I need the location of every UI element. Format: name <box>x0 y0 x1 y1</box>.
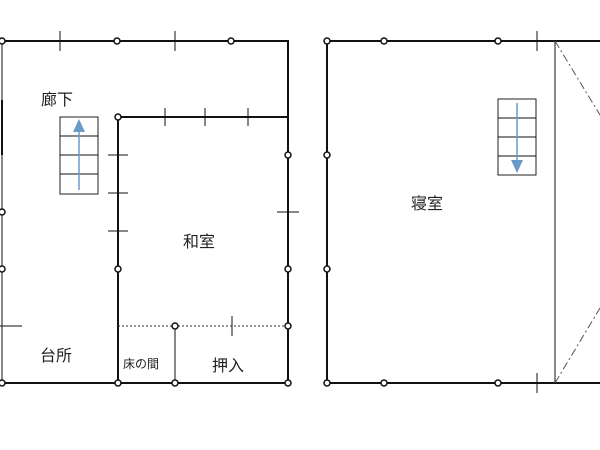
post <box>284 379 292 387</box>
post <box>494 37 502 45</box>
roof-outline <box>554 40 600 116</box>
post <box>494 379 502 387</box>
room-label-tokonoma: 床の間 <box>123 357 160 371</box>
room-label-bedroom: 寝室 <box>411 194 444 213</box>
post <box>114 113 122 121</box>
stair-down-arrow-icon <box>511 160 523 173</box>
post <box>380 37 388 45</box>
room-label-kitchen: 台所 <box>40 346 73 365</box>
roof-outline <box>554 307 600 384</box>
post <box>323 151 331 159</box>
post <box>284 151 292 159</box>
stair-up-arrow-icon <box>73 119 85 132</box>
room-label-washitsu: 和室 <box>183 232 216 251</box>
second-floor <box>323 31 600 393</box>
room-label-hallway: 廊下 <box>41 90 74 109</box>
post <box>323 265 331 273</box>
post <box>0 208 6 216</box>
staircase-second-floor <box>497 98 537 176</box>
post <box>171 322 179 330</box>
post <box>227 37 235 45</box>
post <box>113 37 121 45</box>
post <box>0 37 6 45</box>
post <box>323 379 331 387</box>
first-floor <box>0 31 299 387</box>
post <box>0 379 6 387</box>
post <box>0 265 6 273</box>
room-label-closet: 押入 <box>212 356 245 375</box>
post <box>380 379 388 387</box>
second-floor-walls <box>326 40 600 384</box>
post <box>114 379 122 387</box>
post <box>323 37 331 45</box>
post <box>284 322 292 330</box>
post <box>114 265 122 273</box>
staircase-first-floor <box>59 116 99 195</box>
post <box>171 379 179 387</box>
post <box>284 265 292 273</box>
